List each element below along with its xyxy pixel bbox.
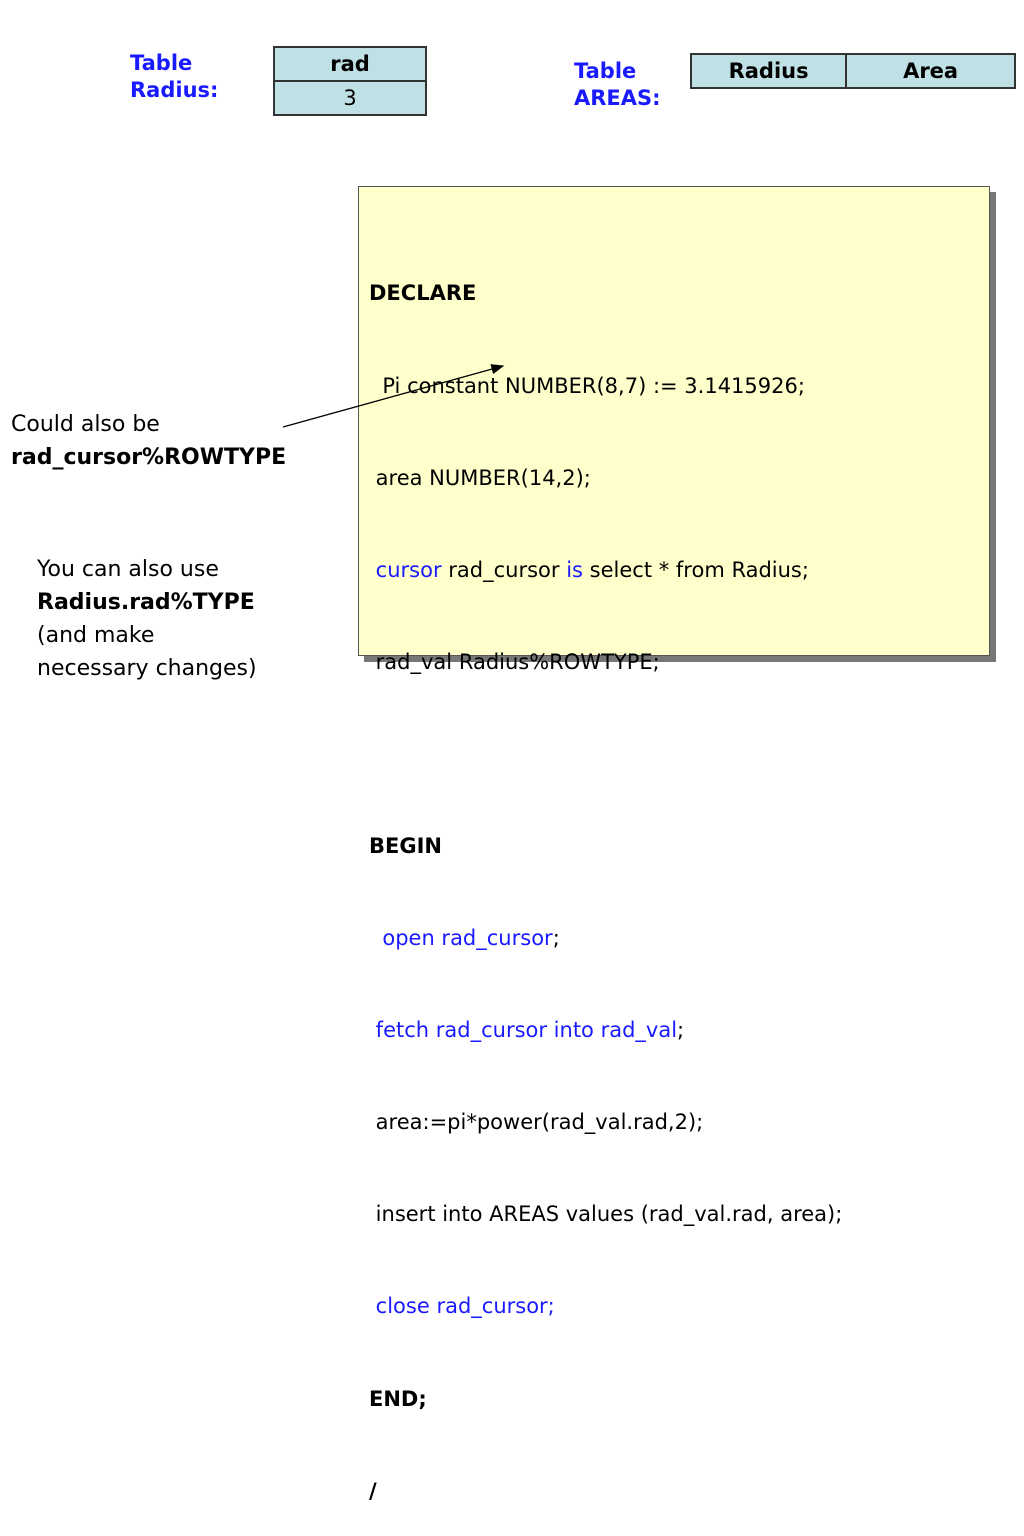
note-type-line2: Radius.rad%TYPE [37, 590, 255, 615]
note-type-line4: necessary changes) [37, 656, 257, 681]
note-rowtype-line1: Could also be [11, 412, 160, 437]
annotation-arrow [282, 364, 505, 428]
note-type-line3: (and make [37, 623, 155, 648]
areas-table-label-line1: Table [574, 59, 637, 83]
note-rowtype-line2: rad_cursor%ROWTYPE [11, 445, 287, 470]
code-line: rad_val Radius%ROWTYPE; [369, 649, 660, 674]
code-line: BEGIN [369, 833, 442, 858]
code-line: area:=pi*power(rad_val.rad,2); [369, 1110, 704, 1135]
code-line: close rad_cursor; [369, 1294, 555, 1319]
code-text: ; [677, 1018, 685, 1043]
radius-table-label: Table Radius: [130, 50, 218, 104]
code-line: fetch rad_cursor into rad_val; [369, 1015, 842, 1046]
areas-table: Radius Area [689, 53, 1016, 89]
code-keyword: fetch rad_cursor into rad_val [369, 1018, 678, 1043]
radius-table-header: rad [273, 46, 427, 82]
code-line: cursor rad_cursor is select * from Radiu… [369, 555, 842, 586]
areas-table-col-area: Area [845, 53, 1016, 89]
radius-table-label-line1: Table [130, 51, 193, 75]
areas-table-label: Table AREAS: [574, 58, 661, 112]
code-line: DECLARE [369, 281, 477, 306]
areas-table-label-line2: AREAS: [574, 86, 661, 110]
code-keyword: is [566, 557, 583, 582]
code-text: ; [552, 926, 560, 951]
radius-table-label-line2: Radius: [130, 78, 219, 102]
radius-table: rad 3 [273, 46, 427, 116]
note-rowtype: Could also be rad_cursor%ROWTYPE [11, 408, 286, 474]
code-text: rad_cursor [441, 557, 567, 582]
code-line: open rad_cursor; [369, 923, 842, 954]
code-line: Pi constant NUMBER(8,7) := 3.1415926; [369, 373, 805, 398]
code-line: insert into AREAS values (rad_val.rad, a… [369, 1202, 843, 1227]
code-line: END; [369, 1386, 427, 1411]
radius-table-value: 3 [273, 80, 427, 116]
areas-table-col-radius: Radius [689, 53, 848, 89]
code-text: select * from Radius; [582, 557, 809, 582]
code-keyword: open rad_cursor [369, 926, 553, 951]
code-line: area NUMBER(14,2); [369, 465, 591, 490]
code-keyword: cursor [369, 557, 442, 582]
code-line: / [369, 1478, 377, 1503]
note-type: You can also use Radius.rad%TYPE (and ma… [37, 553, 257, 685]
note-type-line1: You can also use [37, 557, 219, 582]
